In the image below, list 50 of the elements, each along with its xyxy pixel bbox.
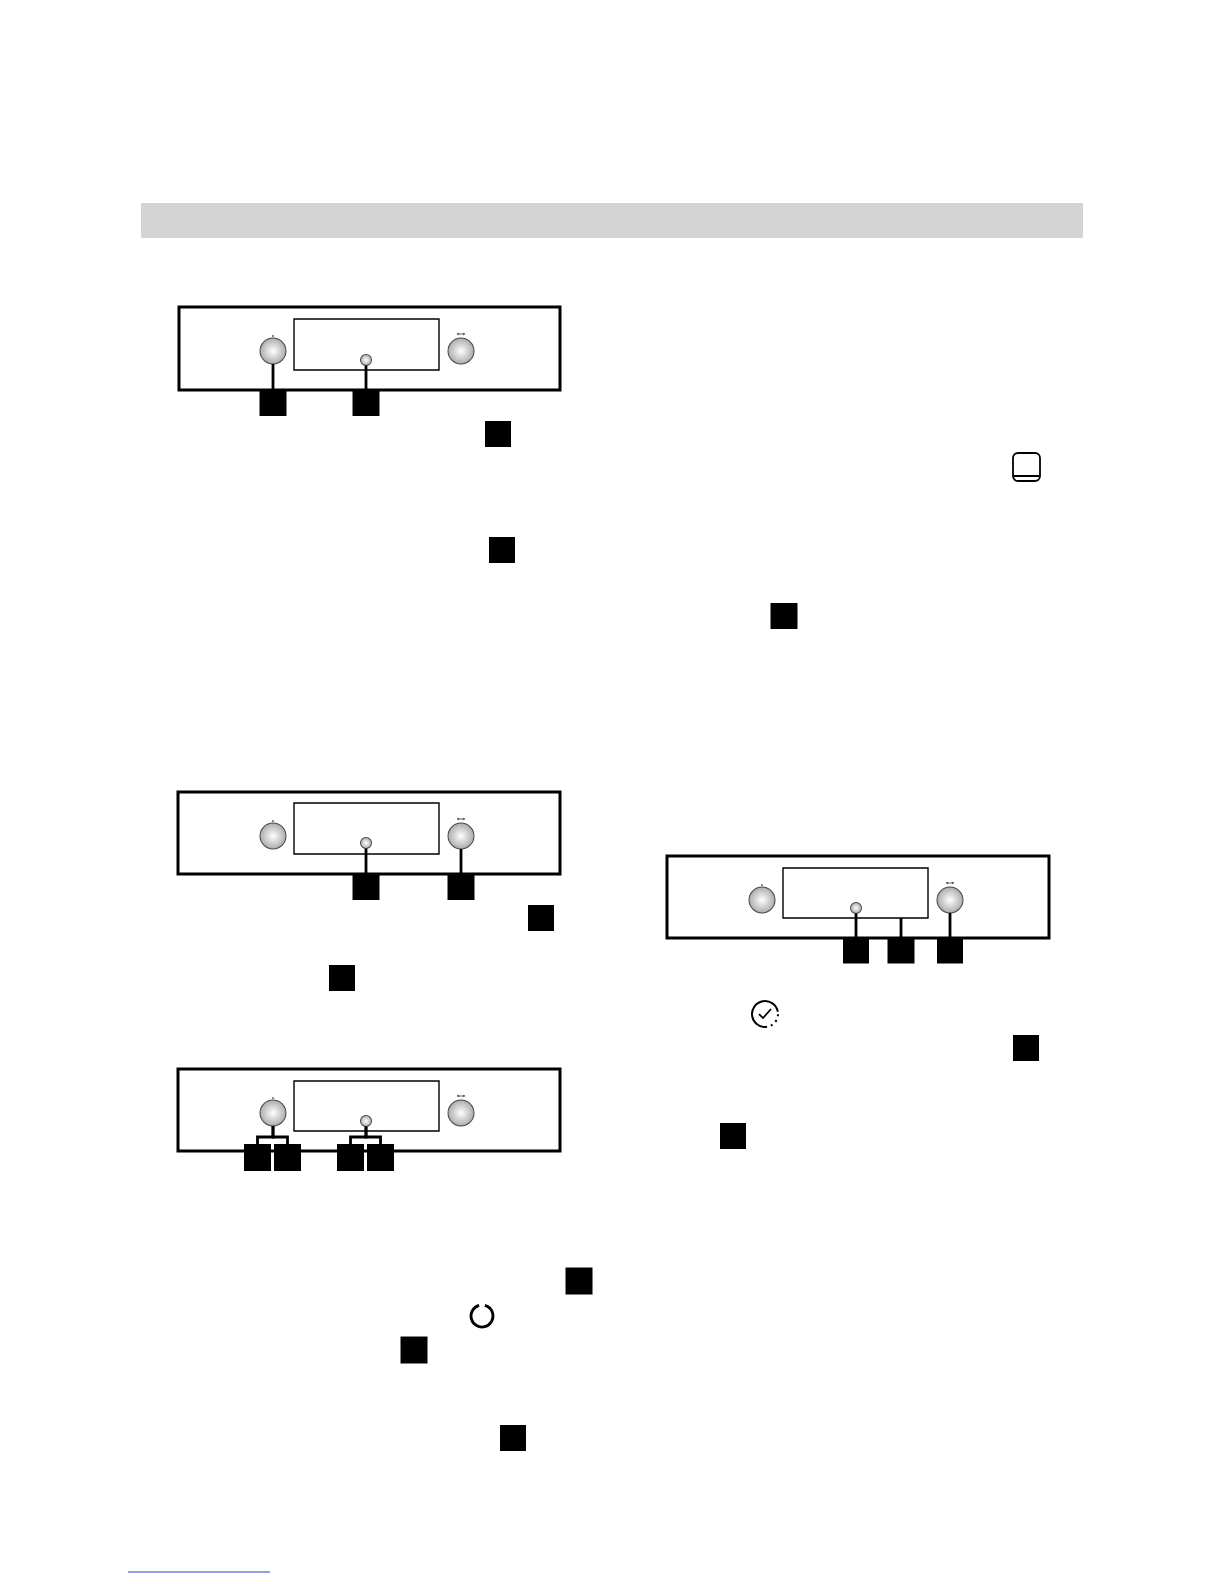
callout-square: [447, 874, 475, 900]
callout-square: [259, 390, 287, 416]
callout-square: [367, 1144, 394, 1171]
callout-square: [887, 938, 915, 964]
callout-square: [770, 603, 798, 629]
callout-square: [352, 390, 380, 416]
display-window: [293, 802, 440, 855]
callout-square: [489, 537, 515, 563]
callout-square: [500, 1425, 526, 1451]
display-window: [782, 867, 929, 919]
callout-square: [1013, 1035, 1039, 1061]
callout-square: [843, 938, 869, 964]
leader-line: [459, 849, 463, 874]
control-panel: [176, 790, 562, 876]
control-knob: [748, 886, 776, 914]
leader-line: [854, 913, 858, 939]
callout-square: [352, 874, 380, 900]
control-knob: [447, 822, 475, 850]
leader-line: [364, 848, 368, 874]
push-button: [360, 354, 372, 366]
push-button: [360, 837, 372, 849]
leader-line: [364, 1126, 382, 1144]
callout-square: [528, 905, 554, 931]
callout-square: [485, 421, 511, 447]
control-knob: [447, 337, 475, 365]
push-button: [850, 902, 862, 914]
control-panel: [176, 1067, 562, 1153]
display-window: [293, 1080, 440, 1132]
callout-square: [244, 1144, 271, 1171]
leader-line: [364, 365, 368, 390]
callout-square: [937, 938, 963, 964]
control-knob: [936, 886, 964, 914]
leader-line: [948, 913, 952, 939]
control-knob: [259, 1099, 287, 1127]
callout-square: [720, 1123, 746, 1149]
callout-square: [565, 1267, 593, 1295]
callout-square: [329, 965, 355, 991]
display-window: [293, 318, 440, 371]
leader-line: [271, 1126, 289, 1144]
control-knob: [259, 822, 287, 850]
leader-line: [899, 918, 903, 939]
callout-square: [400, 1336, 428, 1364]
control-panel: [665, 854, 1051, 940]
control-knob: [259, 337, 287, 365]
push-button: [360, 1115, 372, 1127]
leader-line: [271, 364, 275, 390]
control-knob: [447, 1099, 475, 1127]
callout-square: [274, 1144, 301, 1171]
callout-square: [337, 1144, 364, 1171]
control-panel: [177, 305, 562, 392]
